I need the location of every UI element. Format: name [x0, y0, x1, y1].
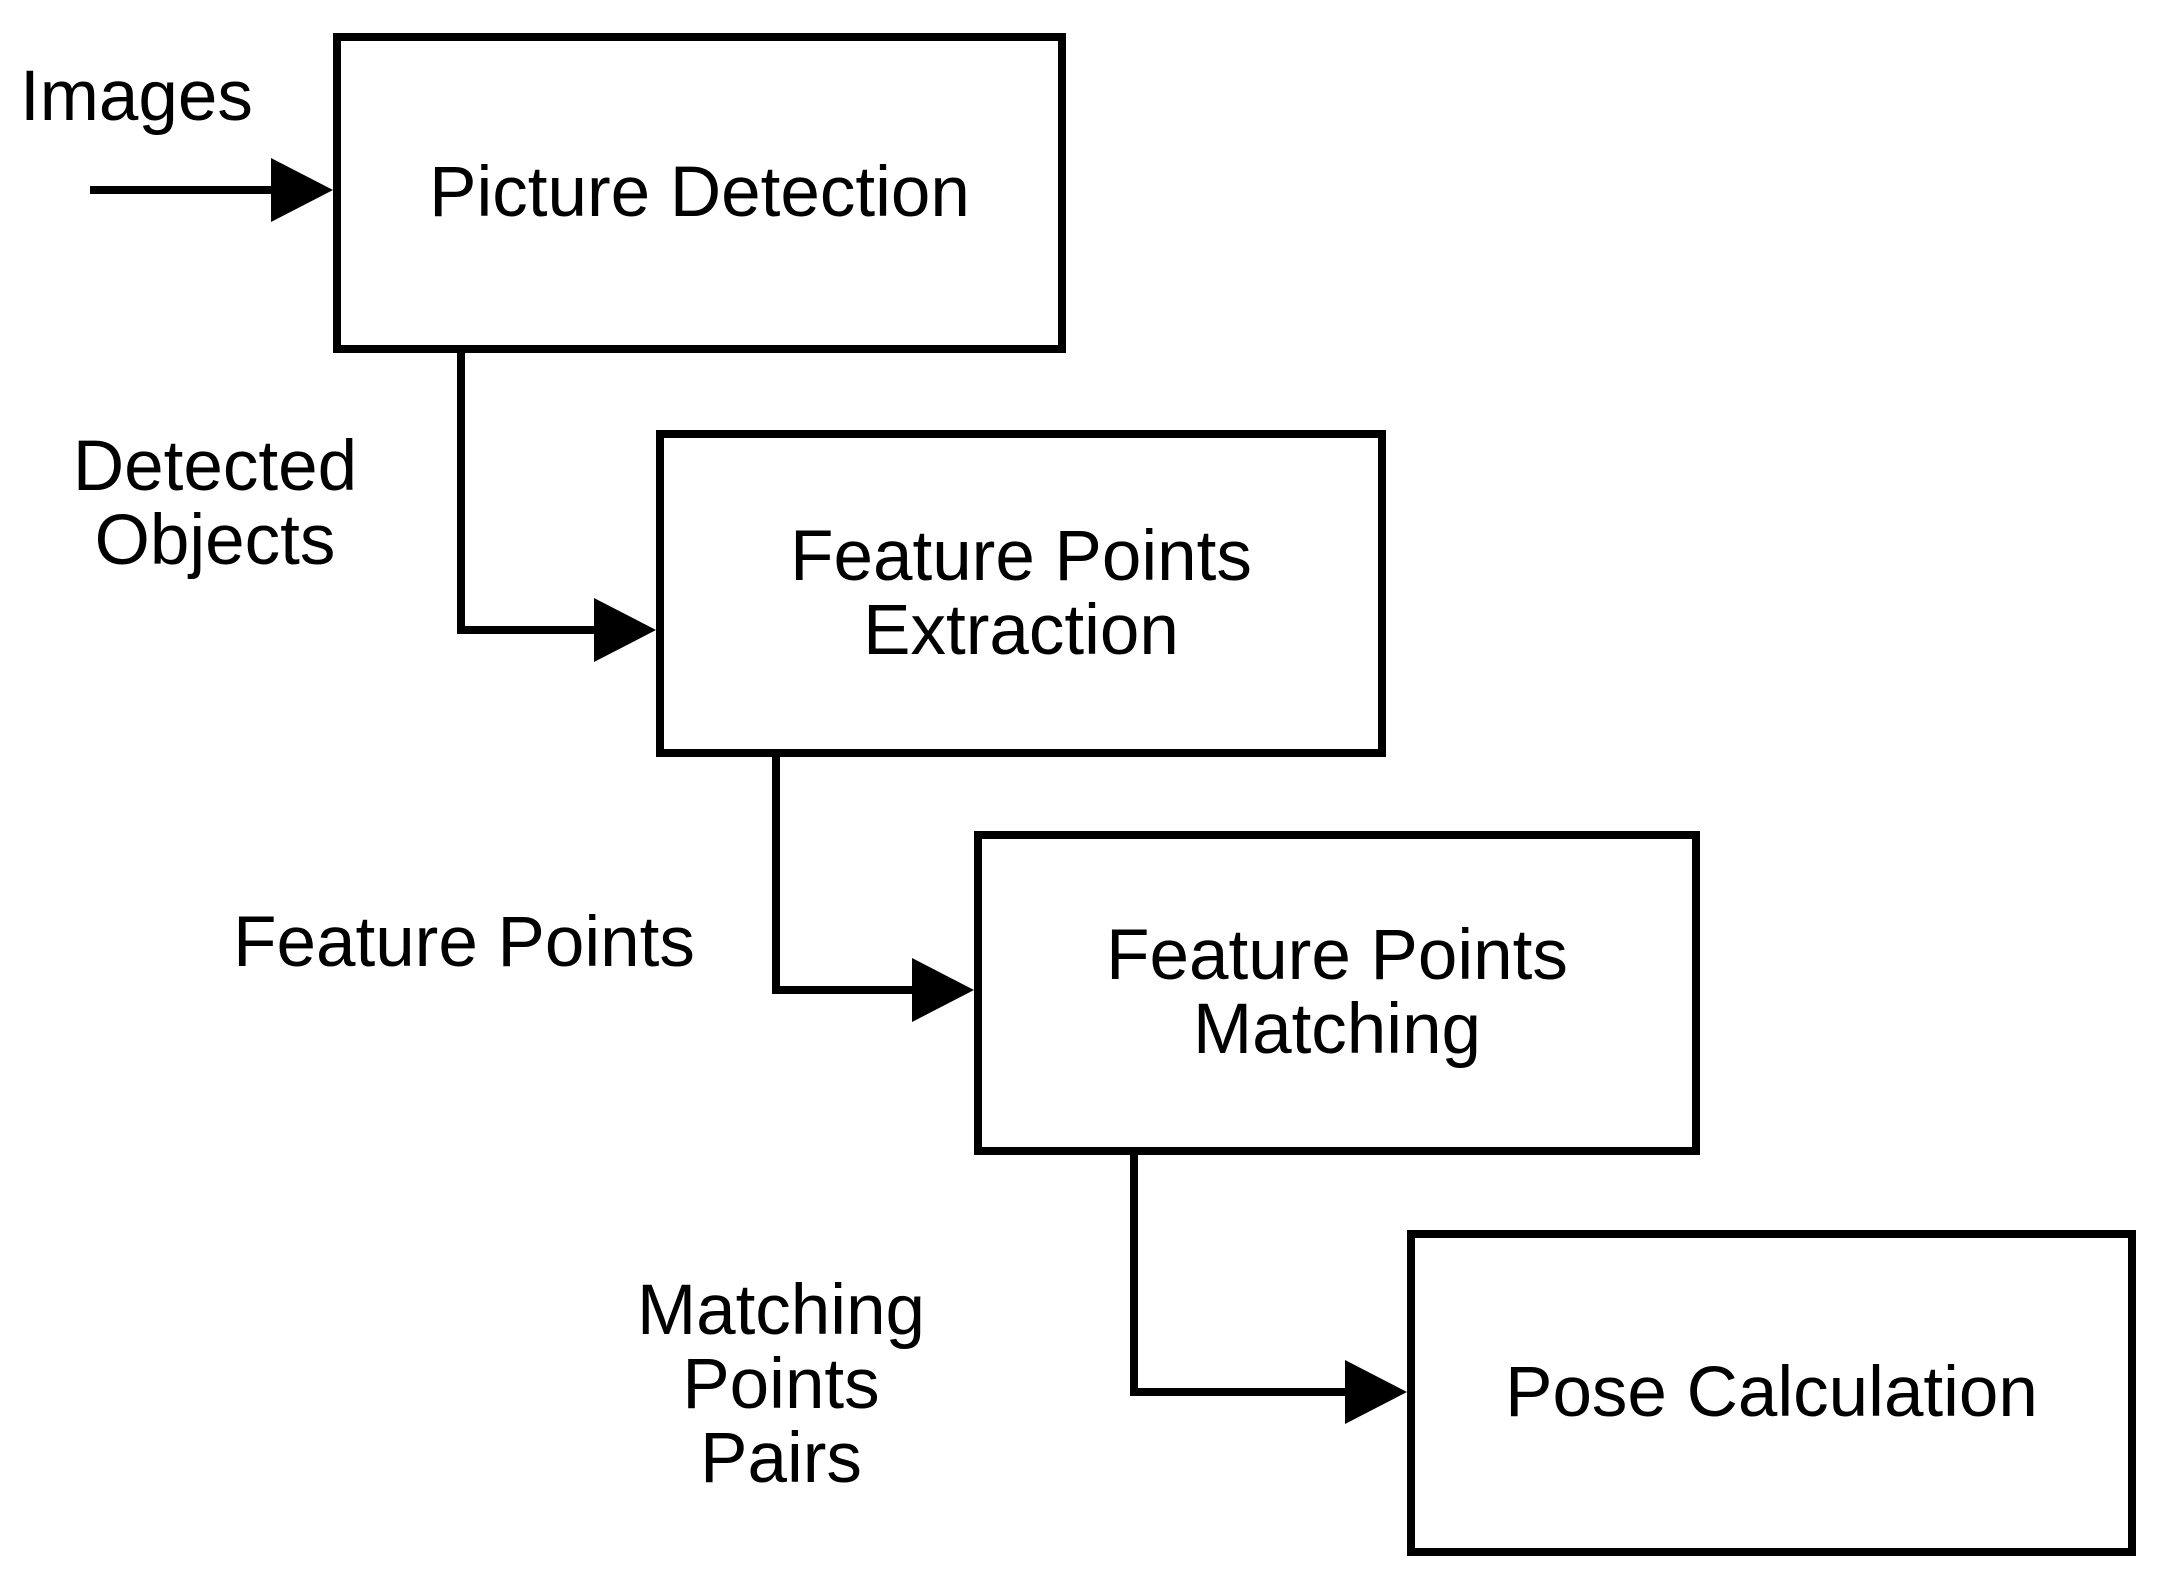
connector-images-to-picture-detection [90, 158, 333, 222]
node-picture-detection: Picture Detection [333, 33, 1066, 353]
arrowhead-icon [594, 598, 656, 662]
node-label: Pose Calculation [1505, 1353, 2038, 1433]
arrowhead-icon [1345, 1360, 1407, 1424]
arrowhead-icon [271, 158, 333, 222]
node-label: Feature Points Extraction [790, 516, 1252, 670]
edge-label-images: Images [20, 57, 253, 136]
connector-line [457, 349, 602, 634]
node-feature-points-matching: Feature Points Matching [974, 831, 1700, 1155]
edge-label-feature-points: Feature Points [233, 903, 695, 982]
connector-picture-detection-to-feature-points-extraction [457, 349, 656, 662]
connector-line [772, 753, 922, 994]
connector-line [1130, 1151, 1355, 1396]
edge-label-matching-points-pairs: Matching Points Pairs [636, 1271, 926, 1498]
node-label: Picture Detection [429, 153, 970, 233]
node-feature-points-extraction: Feature Points Extraction [656, 430, 1386, 757]
connector-feature-points-matching-to-pose-calculation [1130, 1151, 1407, 1424]
node-label: Feature Points Matching [1106, 916, 1568, 1069]
connector-feature-points-extraction-to-feature-points-matching [772, 753, 974, 1022]
edge-label-detected-objects: Detected Objects [72, 427, 358, 580]
arrowhead-icon [912, 958, 974, 1022]
node-pose-calculation: Pose Calculation [1407, 1230, 2136, 1556]
